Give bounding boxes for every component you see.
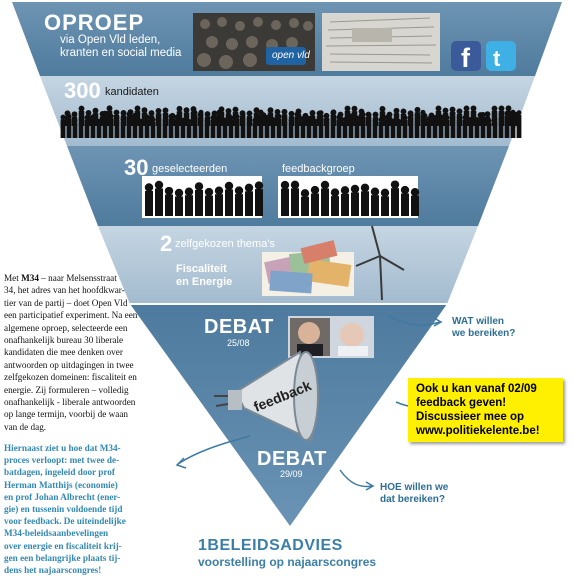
- geselecteerden-number: 30: [124, 155, 149, 180]
- open-vld-logo: open vld: [272, 50, 310, 61]
- article2-line: Herman Matthijs (economie): [4, 479, 118, 490]
- article2-line: dens het najaarscongres!: [4, 565, 102, 576]
- megaphone-icon: [214, 350, 319, 442]
- money-photo: [262, 240, 354, 296]
- themas-number: 2: [160, 231, 173, 256]
- topic-fiscaliteit: Fiscaliteit: [176, 263, 227, 275]
- article-line: tier van de partij – doet Open Vld: [4, 297, 128, 308]
- yellow-line3: Discussieer mee op: [416, 411, 525, 423]
- article2-line: gen een belangrijke plaats tij-: [4, 552, 121, 563]
- article-line: 34, het adres van het hoofdkwar-: [4, 285, 125, 296]
- article-line: antwoorden op uitdagingen in twee: [4, 359, 134, 370]
- article-intro: Met M34 – naar Melsensstraat 34, het adr…: [4, 272, 162, 433]
- article-line: een participatief experiment. Na een: [4, 310, 138, 321]
- beleidsadvies-title: 1BELEIDSADVIES: [198, 537, 343, 554]
- article-line: op lange termijn, voorbij de waan: [4, 409, 128, 420]
- article-line: van de dag.: [4, 421, 47, 432]
- hoe-line1: HOE willen we: [380, 482, 449, 493]
- article2-line: proces verloopt: met twee de-: [4, 455, 120, 466]
- oproep-title: OPROEP: [44, 10, 145, 35]
- article-line: algemene oproep, selecteerde een: [4, 322, 128, 333]
- facebook-icon: [451, 41, 481, 71]
- debat2-date: 29/09: [280, 469, 303, 479]
- feedbackgroep-label: feedbackgroep: [282, 163, 355, 175]
- debat1-title: DEBAT: [204, 316, 274, 338]
- wat-line2: we bereiken?: [452, 328, 516, 339]
- wind-turbine-icon: [355, 225, 405, 301]
- article2-line: batdagen, ingeleid door prof: [4, 467, 115, 478]
- kandidaten-number: 300: [64, 78, 101, 103]
- oproep-line1: via Open Vld leden,: [60, 34, 161, 46]
- yellow-line1: Ook u kan vanaf 02/09: [416, 383, 537, 395]
- feedback-callout-box: Ook u kan vanaf 02/09 feedback geven! Di…: [408, 378, 563, 442]
- debat2-title: DEBAT: [257, 448, 327, 470]
- wat-line1: WAT willen: [452, 316, 505, 327]
- article-line: kandidaten die mee denken over: [4, 347, 123, 358]
- article2-line: gie) en tussenin voldoende tijd: [4, 504, 123, 515]
- kandidaten-label: kandidaten: [105, 86, 159, 98]
- themas-label: zelfgekozen thema's: [175, 238, 275, 250]
- geselecteerden-label: geselecteerden: [152, 163, 228, 175]
- article-line: zelfgekozen domeinen: fiscaliteit en: [4, 372, 137, 383]
- article2-line: voor feedback. De uiteindelijke: [4, 516, 126, 527]
- topic-energie: en Energie: [176, 276, 233, 288]
- svg-text:f: f: [461, 43, 471, 73]
- article-line: energie. Zij formuleren – volledig: [4, 384, 129, 395]
- article2-line: M34-beleidsaanbevelingen: [4, 528, 109, 539]
- article-line: onafhankelijk - liberale antwoorden: [4, 397, 136, 408]
- debat1-date: 25/08: [227, 338, 250, 348]
- svg-text:t: t: [493, 46, 501, 71]
- article2-line: Hiernaast ziet u hoe dat M34-: [4, 443, 121, 453]
- crowd-300-icon: [60, 105, 522, 138]
- yellow-line2: feedback geven!: [416, 397, 507, 409]
- crowd-feedback-icon: [280, 180, 420, 216]
- twitter-icon: [486, 41, 516, 71]
- beleidsadvies-subtitle: voorstelling op najaarscongres: [198, 555, 377, 569]
- article2-line: en prof Johan Albrecht (ener-: [4, 491, 121, 502]
- article2-line: over energie en fiscaliteit krij-: [4, 540, 122, 551]
- yellow-line4: www.politiekelente.be!: [416, 425, 540, 437]
- hoe-line2: dat bereiken?: [380, 494, 446, 505]
- article-line: Met M34 – naar Melsensstraat: [4, 273, 117, 283]
- article-process: Hiernaast ziet u hoe dat M34- proces ver…: [4, 442, 164, 576]
- article-line: onafhankelijk bureau 30 liberale: [4, 335, 124, 346]
- crowd-30-icon: [144, 180, 264, 216]
- oproep-line2: kranten en social media: [60, 47, 182, 59]
